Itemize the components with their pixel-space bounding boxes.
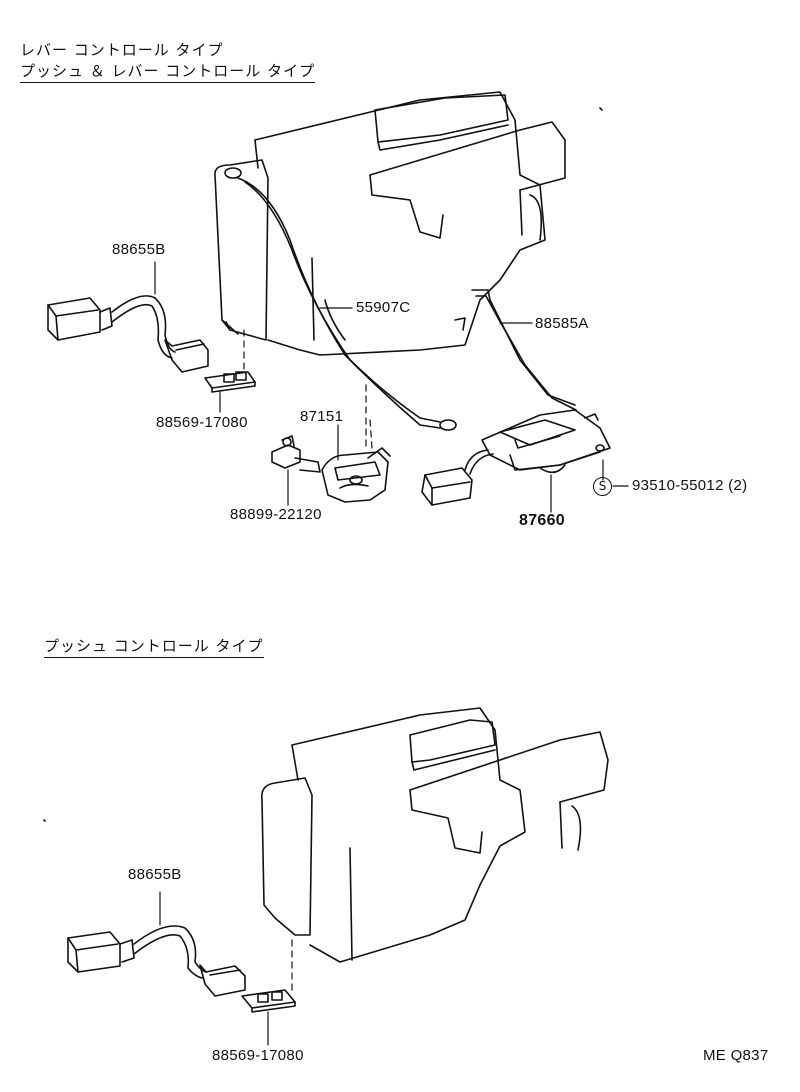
callout-clip-bottom: 88569-17080 (212, 1047, 304, 1064)
callout-wire-harness-bottom: 88655B (128, 866, 182, 883)
callout-wire-harness-top: 88655B (112, 241, 166, 258)
callout-screw: 93510-55012 (2) (632, 477, 748, 494)
lever-assembly (321, 447, 391, 503)
callout-clip-top: 88569-17080 (156, 414, 248, 431)
callout-lever-assembly: 87151 (300, 408, 344, 425)
heater-unit-top (214, 91, 566, 356)
callout-rod: 88585A (535, 315, 589, 332)
speck (599, 107, 603, 111)
leader-dashes-top (243, 329, 373, 451)
callout-cable: 55907C (356, 299, 411, 316)
speck-2 (43, 819, 46, 822)
callout-bracket: 88899-22120 (230, 506, 322, 523)
bracket (271, 435, 321, 473)
heater-unit-bottom (260, 707, 609, 963)
heading-lever-control-type: レバー コントロール タイプ (20, 41, 224, 59)
heading-push-control-type: プッシュ コントロール タイプ (44, 636, 264, 658)
servo-motor (421, 409, 611, 506)
heading-push-lever-control-type: プッシュ ＆ レバー コントロール タイプ (20, 61, 316, 83)
screw-symbol-icon: S (593, 477, 612, 496)
control-cable (224, 167, 457, 431)
callout-servo-motor: 87660 (519, 512, 565, 529)
clip-top (204, 371, 256, 393)
footer-code: ME Q837 (703, 1047, 769, 1064)
control-rod (471, 289, 577, 411)
wire-harness-bottom (67, 925, 246, 997)
clip-bottom (241, 989, 296, 1013)
wire-harness-top (47, 295, 209, 373)
